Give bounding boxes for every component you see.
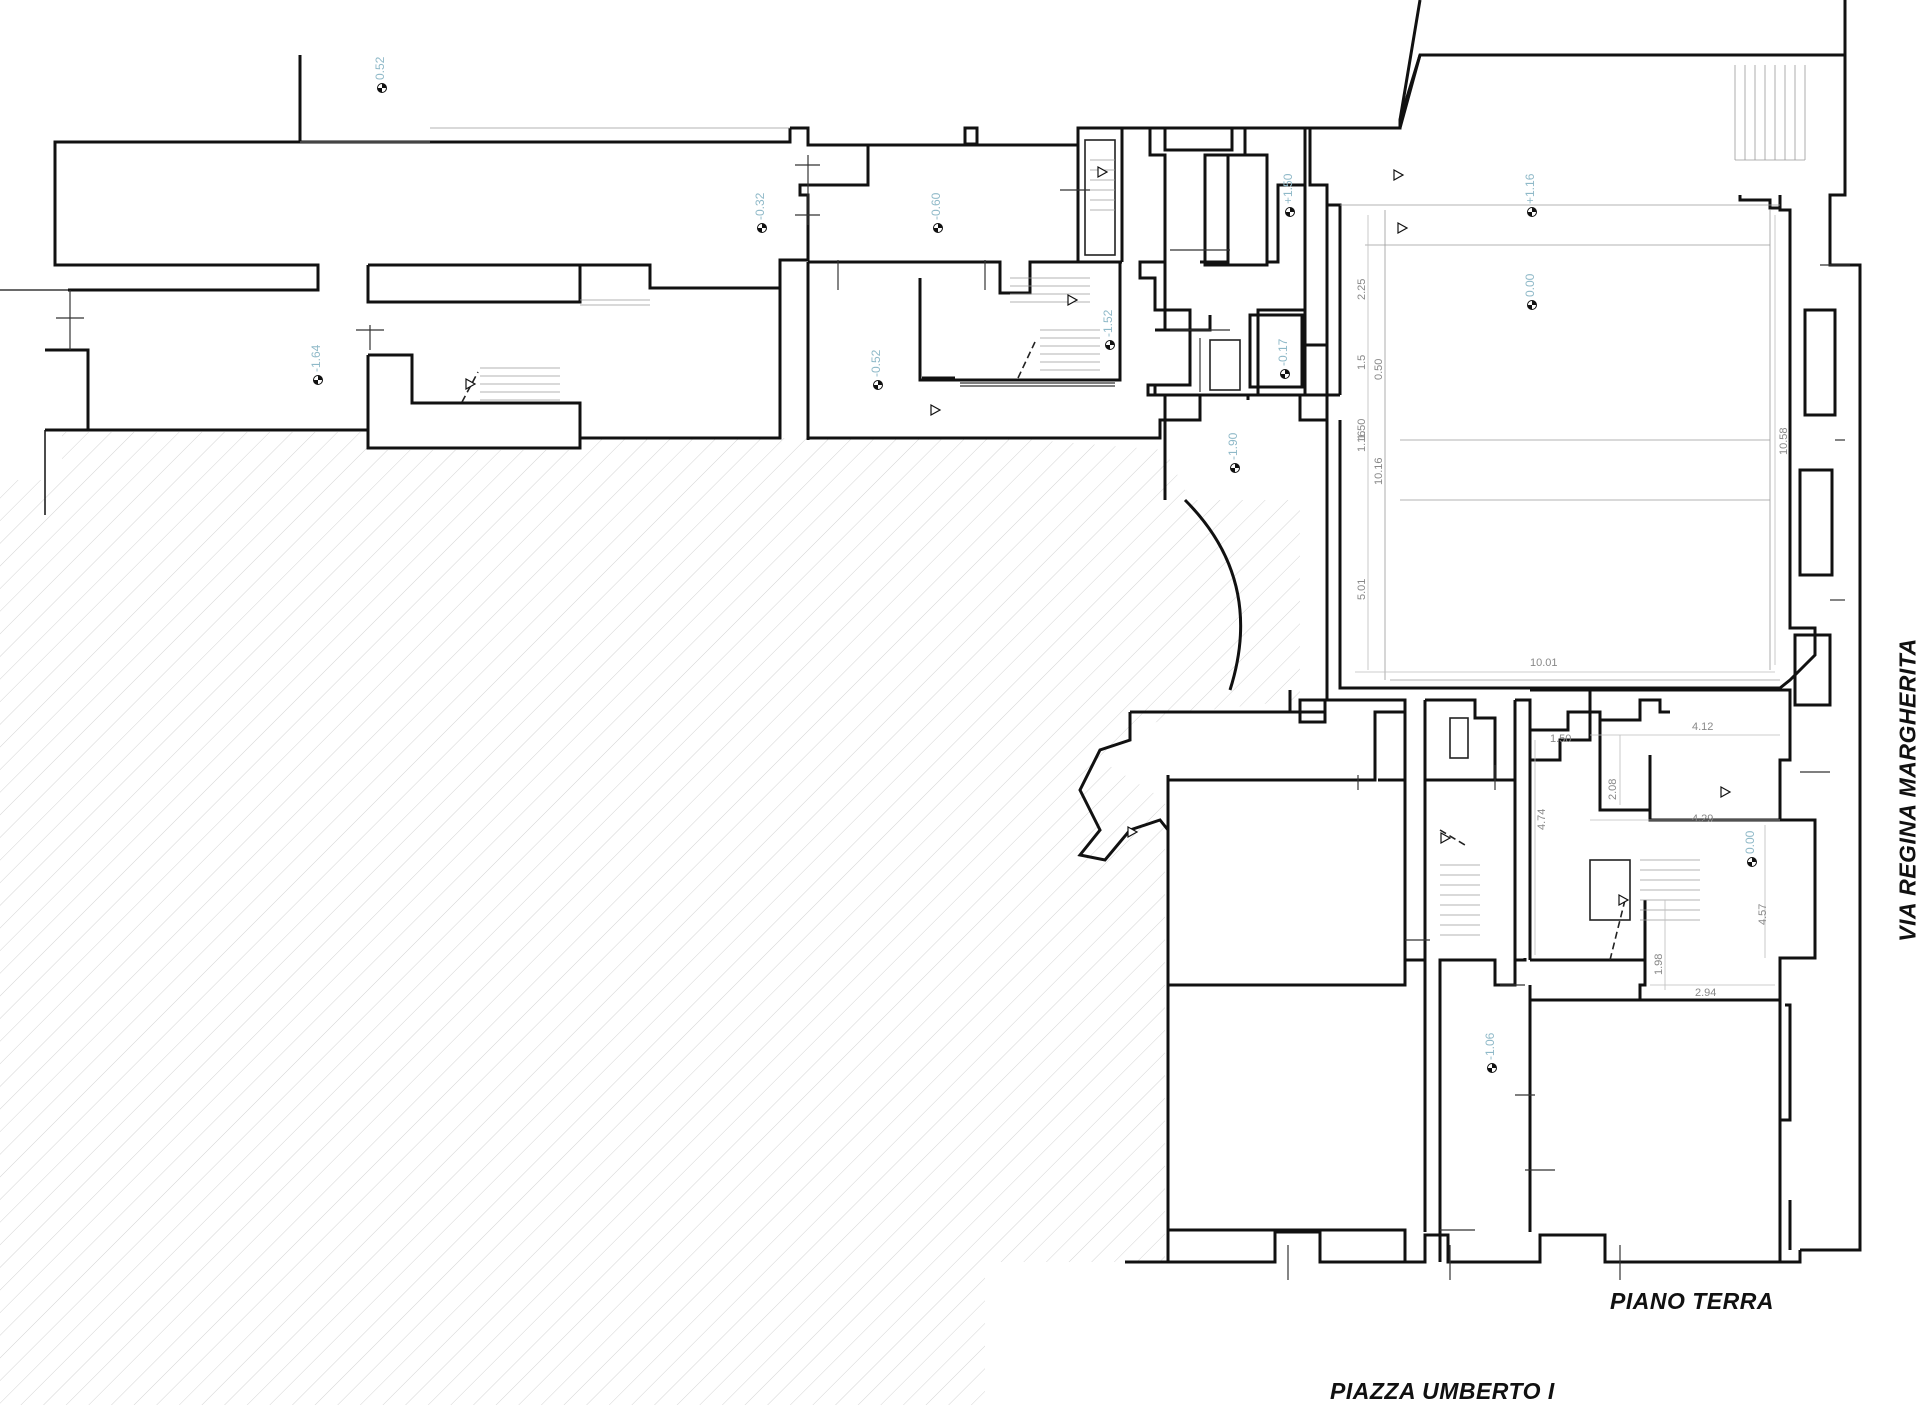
floor-title: PIANO TERRA — [1610, 1288, 1774, 1314]
level-label: +1.16 — [1523, 173, 1537, 204]
elevation-marker-icon — [1280, 369, 1290, 379]
elevation-marker-icon — [313, 375, 323, 385]
south-block — [1077, 688, 1830, 1280]
street-label-piazza-umberto: PIAZZA UMBERTO I — [1330, 1378, 1555, 1404]
elevation-marker-icon — [757, 223, 767, 233]
dimension-label: 5.01 — [1356, 579, 1368, 600]
level-label: 0.52 — [373, 56, 387, 80]
dimension-label: 4.12 — [1692, 721, 1713, 733]
level-label: 0.00 — [1743, 830, 1757, 854]
elevation-marker-icon — [1747, 857, 1757, 867]
main-hall — [1130, 0, 1862, 1252]
dimension-label: 2.08 — [1607, 779, 1619, 800]
central-block — [778, 126, 1167, 500]
stair-direction-arrow-icon — [1440, 832, 1451, 844]
street-label-via-regina-margherita: VIA REGINA MARGHERITA — [1894, 638, 1920, 942]
dimension-label: 2.25 — [1356, 279, 1368, 300]
level-label: -1.06 — [1483, 1032, 1497, 1060]
dimension-label: 1.50 — [1550, 733, 1571, 745]
dimension-label: 1.50 — [1356, 419, 1368, 440]
stair-direction-arrow-icon — [1067, 294, 1078, 306]
elevation-marker-icon — [1230, 463, 1240, 473]
level-label: +1.50 — [1281, 173, 1295, 204]
dimension-label: 4.29 — [1692, 813, 1713, 825]
dimension-label: 1.16 — [1356, 431, 1368, 452]
dimension-labels: 2.25 1.5 0.50 1.50 1.16 10.16 10.58 5.01… — [1356, 279, 1790, 999]
stair-direction-arrow-icon — [1097, 166, 1108, 178]
elevation-marker-icon — [1487, 1063, 1497, 1073]
dimension-label: 4.57 — [1757, 904, 1769, 925]
level-labels: 0.52 -0.32 -0.60 +1.50 +1.16 -1.64 -0.52… — [309, 56, 1757, 1060]
elevation-marker-icon — [1285, 207, 1295, 217]
elevation-marker-icon — [1105, 340, 1115, 350]
dimension-label: 1.5 — [1356, 355, 1368, 370]
elevation-marker-icon — [377, 83, 387, 93]
hatched-ground — [0, 432, 1300, 1405]
dimension-label: 1.98 — [1653, 954, 1665, 975]
level-label: -1.64 — [309, 344, 323, 372]
dimension-label: 0.50 — [1373, 359, 1385, 380]
dimension-lines — [1355, 215, 1780, 990]
level-label: -0.60 — [929, 192, 943, 220]
dimension-label: 10.58 — [1778, 427, 1790, 455]
level-label: -1.90 — [1226, 432, 1240, 460]
dimension-label: 10.16 — [1373, 457, 1385, 485]
stair-direction-arrow-icon — [930, 404, 941, 416]
elevation-marker-icon — [1527, 300, 1537, 310]
elevation-marker-icon — [933, 223, 943, 233]
stair-direction-arrow-icon — [1393, 169, 1404, 181]
service-block — [1122, 126, 1329, 422]
stair-direction-arrow-icon — [1720, 786, 1731, 798]
stair-direction-arrow-icon — [1397, 222, 1408, 234]
level-label: -0.52 — [869, 349, 883, 377]
dimension-label: 4.74 — [1536, 809, 1548, 830]
level-label: -1.52 — [1101, 309, 1115, 337]
dimension-label: 2.94 — [1695, 987, 1716, 999]
dimension-label: 10.01 — [1530, 657, 1558, 669]
level-label: 0.00 — [1523, 273, 1537, 297]
level-label: -0.32 — [753, 192, 767, 220]
elevation-marker-icon — [1527, 207, 1537, 217]
level-label: -0.17 — [1276, 338, 1290, 366]
elevation-marker-icon — [873, 380, 883, 390]
